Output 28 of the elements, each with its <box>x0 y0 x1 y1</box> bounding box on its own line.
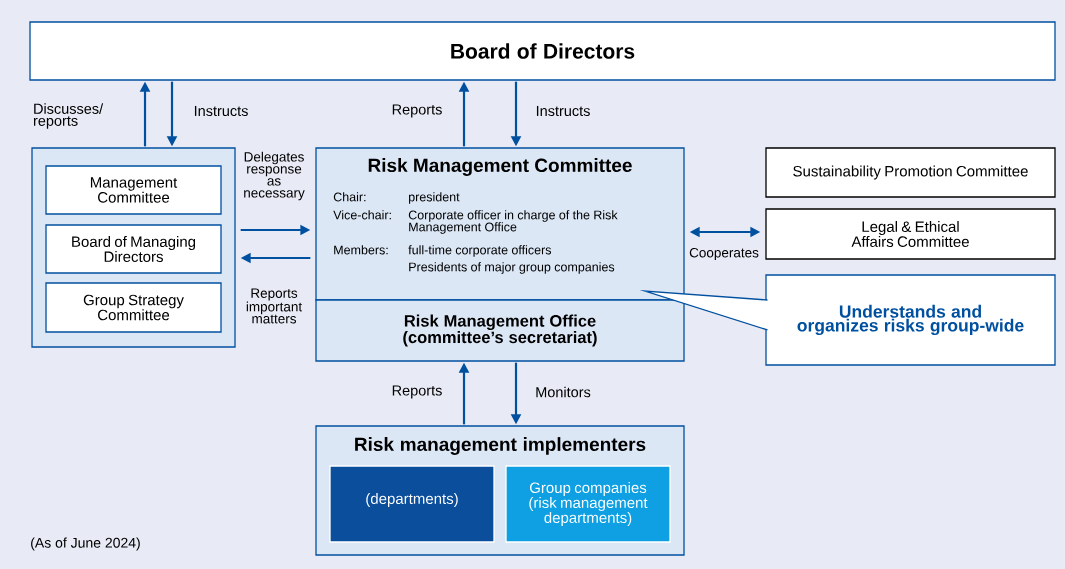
edge-label: Delegates response as necessary <box>244 151 305 201</box>
row-text: Corporate officer in charge of the Risk Management Office <box>408 210 618 234</box>
edge-label: Cooperates <box>689 247 759 261</box>
edge-label: Reports <box>392 385 442 399</box>
department-box: Group companies (risk management departments) <box>505 465 671 543</box>
committee-box: Legal & Ethical Affairs Committee <box>765 208 1056 260</box>
edge-label: Instructs <box>536 105 590 117</box>
department-box: (departments) <box>329 465 495 543</box>
row-label: Vice-chair: <box>333 210 391 220</box>
committee-box: Group Strategy Committee <box>45 282 222 333</box>
board-box: Board of Directors <box>29 21 1056 81</box>
heading: Risk Management Committee <box>368 158 632 176</box>
edge-label: Reports <box>392 104 442 118</box>
edge-label: Reports important matters <box>246 288 303 324</box>
edge-label: Discusses/ reports <box>33 103 104 129</box>
committee-box: Management Committee <box>45 165 222 215</box>
row-text: full-time corporate officers <box>408 245 552 257</box>
edge-label: Instructs <box>194 105 248 117</box>
row-label: Members: <box>334 245 388 255</box>
callout-box: Understands and organizes risks group-wide <box>639 274 1056 366</box>
note: (As of June 2024) <box>31 537 140 551</box>
row-label: Chair: <box>333 192 366 202</box>
row-text: president <box>409 192 460 204</box>
row-text: Presidents of major group companies <box>409 262 615 274</box>
committee-box: Sustainability Promotion Committee <box>765 147 1056 198</box>
edge-label: Monitors <box>536 386 591 398</box>
committee-box: Board of Managing Directors <box>45 224 222 274</box>
office-box: Risk Management Office (committee’s secretariat) <box>315 299 685 362</box>
